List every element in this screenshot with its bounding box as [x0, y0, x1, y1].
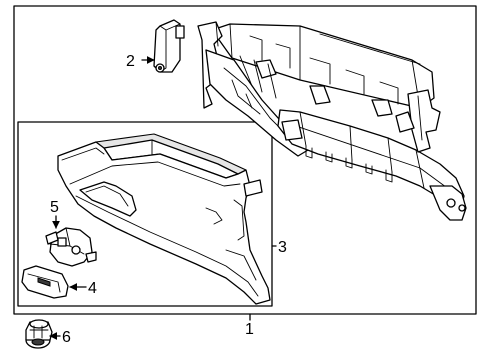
callout-2: 2 [126, 53, 135, 70]
callout-1: 1 [245, 321, 254, 338]
glove-box-bin-part [57, 133, 271, 305]
callout-6: 6 [62, 329, 71, 346]
bumper-stop-part [25, 319, 53, 349]
latch-striker-part [153, 19, 185, 73]
assembly-frame [13, 5, 477, 315]
callout-5: 5 [50, 199, 59, 216]
dash-frame-part [197, 21, 467, 221]
glove-box-group-frame [17, 121, 273, 307]
latch-bezel-part [21, 265, 69, 299]
latch-mechanism-part [45, 227, 97, 267]
callout-4: 4 [88, 280, 97, 297]
callout-3: 3 [278, 239, 287, 256]
